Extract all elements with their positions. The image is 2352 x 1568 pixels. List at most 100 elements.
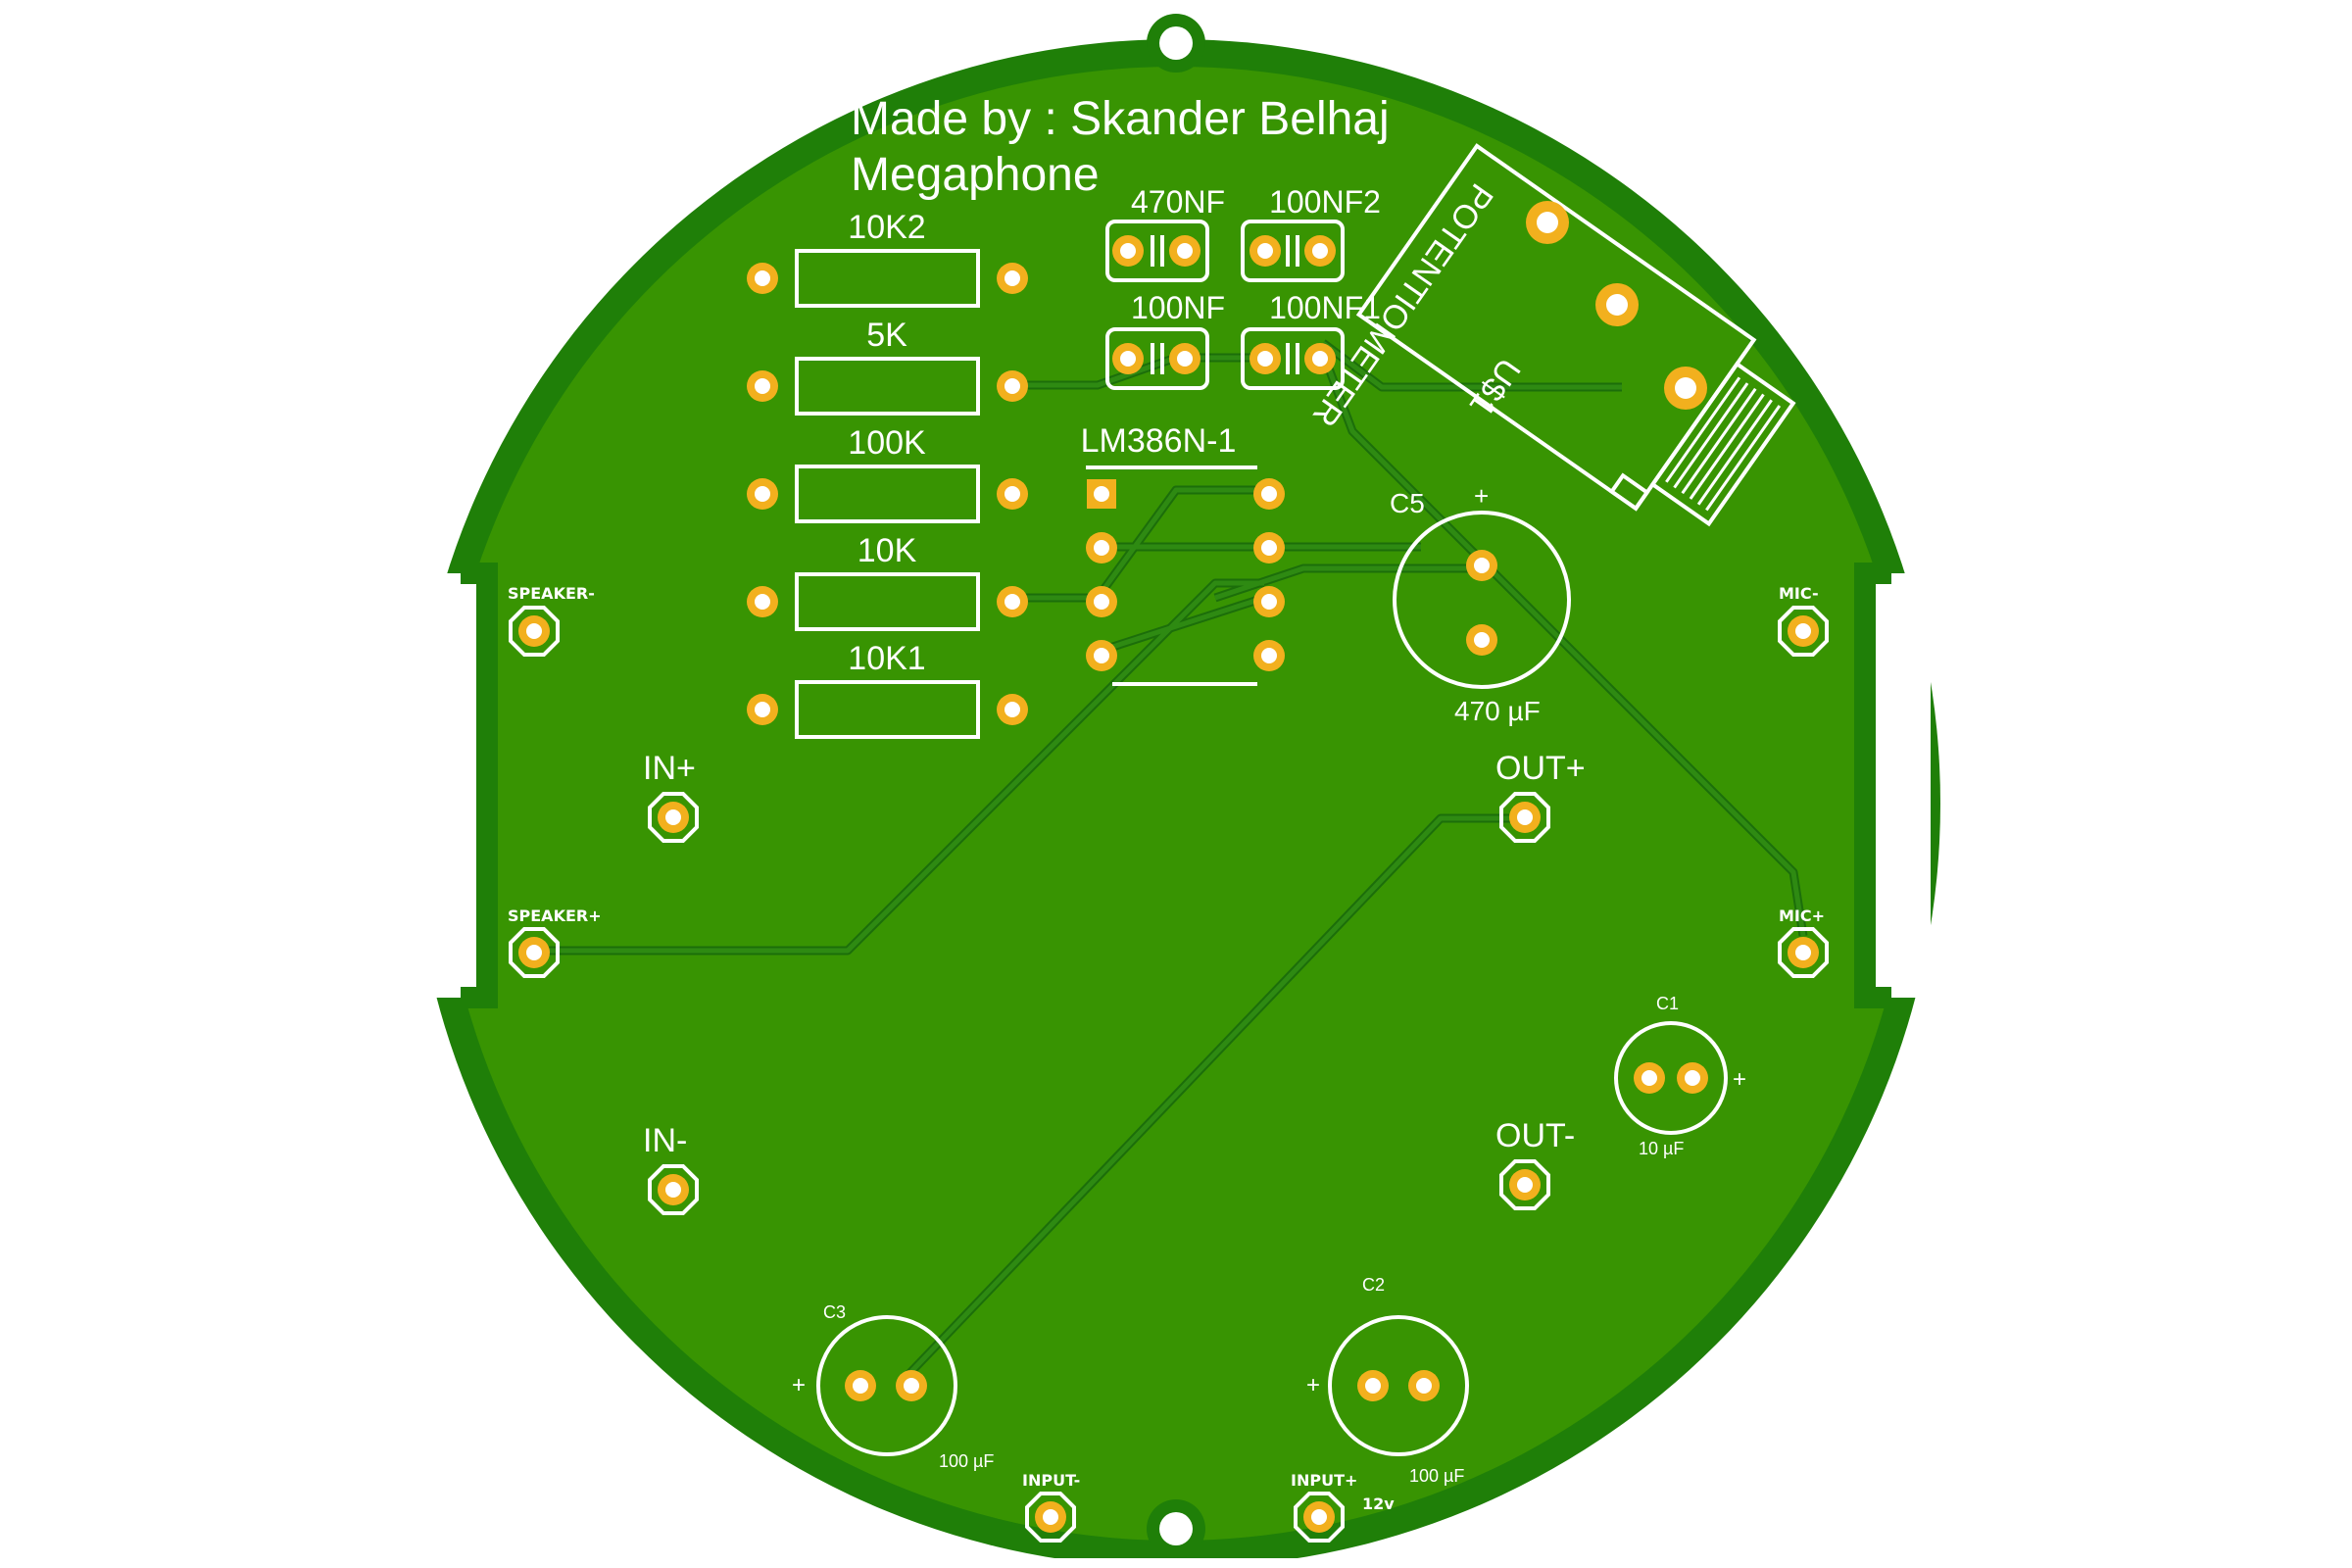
capacitor-ref: C3 [823,1302,846,1322]
pad [1112,343,1144,374]
title-maker: Made by : Skander Belhaj [851,93,1390,145]
connector-label: SPEAKER- [508,584,595,603]
pad [1086,640,1117,671]
pad [1788,937,1819,968]
pad [1253,532,1285,564]
pad [997,586,1028,617]
pad [896,1370,927,1401]
resistor-label: 10K [858,532,917,569]
connector-in-minus: IN- [643,1122,699,1215]
resistor-label: 5K [866,317,907,354]
connector-label: INPUT- [1022,1471,1080,1490]
pad [1112,235,1144,267]
capacitor-label: 100NF [1131,290,1225,325]
capacitor-c3: C3 + 100 µF [792,1302,994,1471]
capacitor-value: 10 µF [1639,1139,1684,1158]
connector-label: INPUT+ [1291,1471,1357,1490]
polarity-mark: + [1474,481,1489,511]
capacitor-ref: C1 [1656,994,1679,1013]
pad [1086,586,1117,617]
pad [747,694,778,725]
pad [1035,1501,1066,1533]
left-notch [421,573,487,998]
resistor-label: 10K2 [848,209,925,246]
connector-label: IN- [643,1122,687,1159]
connector-in-plus: IN+ [643,750,699,843]
pad [1253,586,1285,617]
pad [1250,235,1281,267]
resistor-label: 10K1 [848,640,925,677]
connector-label: OUT+ [1495,750,1586,787]
pad [658,1174,689,1205]
resistor-10k1: 10K1 [747,640,1028,739]
pad [747,370,778,402]
pad [1169,343,1200,374]
connector-mic-plus: MIC+ [1778,906,1829,978]
pad [1253,478,1285,510]
capacitor-value: 100 µF [1409,1466,1464,1486]
connector-out-minus: OUT- [1495,1117,1575,1210]
pad [845,1370,876,1401]
connector-out-plus: OUT+ [1495,750,1586,843]
connector-mic-minus: MIC- [1778,584,1829,657]
connector-input-plus: INPUT+ 12v [1291,1471,1395,1543]
pad [1086,532,1117,564]
pad [1509,1169,1541,1200]
capacitor-value: 470 µF [1454,696,1541,726]
capacitor-c1: C1 + 10 µF [1614,994,1746,1158]
capacitor-470nf: 470NF [1105,184,1225,282]
resistor-10k2: 10K2 [747,209,1028,308]
pad [997,478,1028,510]
pad [1357,1370,1389,1401]
pad [1304,235,1336,267]
resistor-5k: 5K [747,317,1028,416]
connector-label: IN+ [643,750,696,787]
pad [1634,1062,1665,1094]
ic-lm386: LM386N-1 [1081,422,1285,686]
capacitor-label: 470NF [1131,184,1225,220]
capacitor-ref: C5 [1390,488,1425,518]
right-notch [1865,573,1931,998]
connector-speaker-minus: SPEAKER- [508,584,595,657]
capacitor-value: 100 µF [939,1451,994,1471]
pad [518,615,550,647]
pad [1788,615,1819,647]
capacitor-c5: C5 + 470 µF [1390,481,1571,726]
ic-label: LM386N-1 [1081,422,1237,460]
pad [997,370,1028,402]
pad [997,263,1028,294]
polarity-mark: + [792,1372,806,1398]
polarity-mark: + [1306,1372,1320,1398]
pad [747,478,778,510]
connector-input-minus: INPUT- [1022,1471,1080,1543]
pad [1250,343,1281,374]
capacitor-label: 100NF2 [1269,184,1381,220]
pad [997,694,1028,725]
pad [1677,1062,1708,1094]
pad [1509,802,1541,833]
capacitor-100nf2: 100NF2 [1241,184,1381,282]
resistor-10k: 10K [747,532,1028,631]
resistor-100k: 100K [747,424,1028,523]
pad [1466,624,1497,656]
pad [747,586,778,617]
connector-label: SPEAKER+ [508,906,602,925]
connector-label: MIC- [1779,584,1819,603]
polarity-mark: + [1733,1066,1746,1093]
pad [1303,1501,1335,1533]
pad [1253,640,1285,671]
pad [747,263,778,294]
connector-speaker-plus: SPEAKER+ [508,906,602,978]
pad [1169,235,1200,267]
pad [1466,550,1497,581]
capacitor-c2: C2 + 100 µF [1306,1275,1469,1486]
connector-label: OUT- [1495,1117,1575,1154]
connector-label: MIC+ [1779,906,1825,925]
pad [1408,1370,1440,1401]
title-project: Megaphone [851,149,1100,201]
pad [658,802,689,833]
resistor-label: 100K [848,424,926,462]
capacitor-ref: C2 [1362,1275,1385,1295]
capacitor-100nf: 100NF [1105,290,1225,390]
